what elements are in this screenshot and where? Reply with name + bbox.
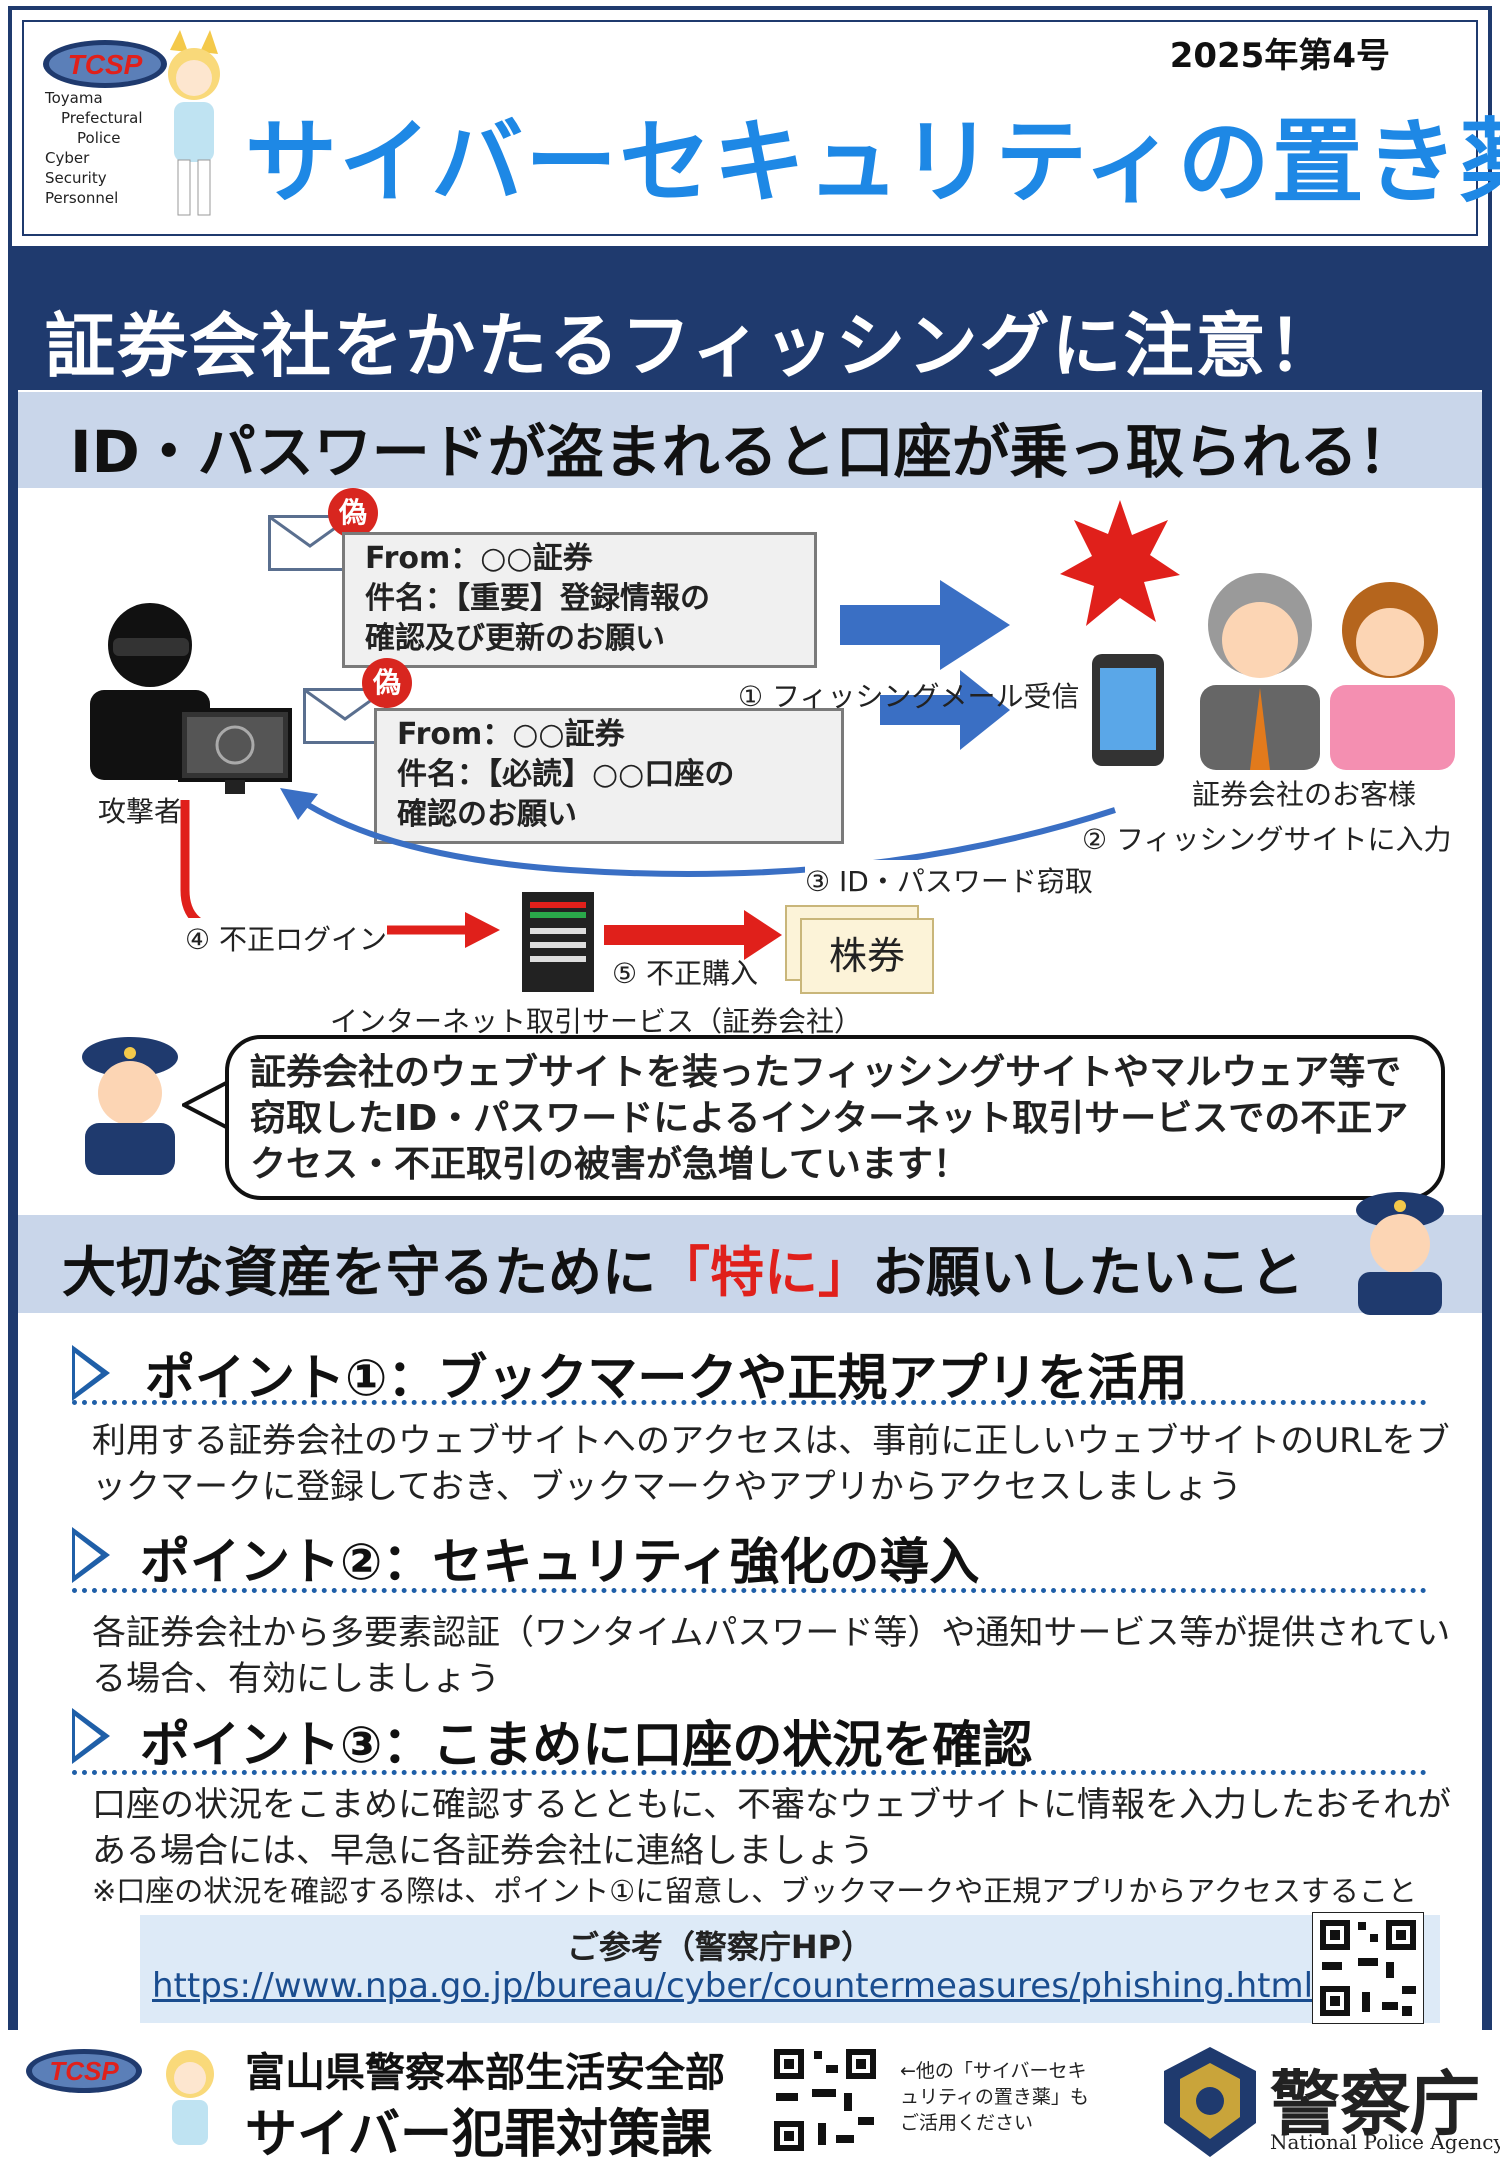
issue-number: 2025年第4号 — [1169, 36, 1390, 76]
logo-side-line: Prefectural — [61, 109, 143, 127]
point-marker-inner — [75, 1716, 101, 1756]
step5-label: ⑤ 不正購入 — [612, 957, 759, 990]
point-2-title: ポイント②：セキュリティ強化の導入 — [140, 1533, 980, 1591]
attacker-icon — [90, 603, 292, 794]
series-qr-code-icon[interactable] — [770, 2045, 880, 2155]
mail-subject-cont: 確認及び更新のお願い — [365, 621, 665, 656]
logo-side-line: Cyber — [45, 149, 90, 167]
point-1-text: 利用する証券会社のウェブサイトへのアクセスは、事前に正しいウェブサイトのURLを… — [92, 1421, 1450, 1507]
header-inner-frame — [22, 20, 1478, 236]
footer-org-line1: 富山県警察本部生活安全部 — [245, 2050, 725, 2096]
point-divider — [72, 1588, 1427, 1593]
step3-label: ③ ID・パスワード窃取 — [805, 860, 1093, 900]
access-note: ※口座の状況を確認する際は、ポイント①に留意し、ブックマークや正規アプリからアク… — [92, 1874, 1417, 1908]
police-officer-icon — [82, 1037, 178, 1175]
purchase-arrow-icon — [604, 910, 782, 960]
logo-side-line: Personnel — [45, 189, 119, 207]
phishing-mail-1: From：○○証券 件名：【重要】登録情報の 確認及び更新のお願い — [342, 532, 817, 668]
stock-certificate: 株券 — [800, 918, 934, 994]
point-2-text: 各証券会社から多要素認証（ワンタイムパスワード等）や通知サービス等が提供されてい… — [92, 1613, 1451, 1699]
customers-label: 証券会社のお客様 — [1192, 778, 1417, 811]
point-3-title: ポイント③：こまめに口座の状況を確認 — [140, 1716, 1033, 1774]
mail-subject: 件名：【重要】登録情報の — [365, 581, 710, 616]
server-icon — [522, 892, 594, 992]
trading-service-label: インターネット取引サービス（証券会社） — [330, 1005, 863, 1038]
npa-emblem-icon — [1164, 2047, 1256, 2157]
fake-badge: 偽 — [328, 488, 378, 538]
smartphone-icon — [1092, 654, 1164, 766]
header-frame — [8, 6, 1492, 250]
important-prefix: 大切な資産を守るために — [62, 1241, 656, 1304]
important-suffix: お願いしたいこと — [872, 1241, 1304, 1304]
tcsp-side-text: Toyama Prefectural Police Cyber Security… — [45, 88, 143, 208]
step1-label: ① フィッシングメール受信 — [738, 680, 1080, 713]
logo-side-line: Police — [77, 129, 121, 147]
mascot-icon — [168, 30, 220, 216]
point-divider — [72, 1770, 1427, 1775]
credential-theft-arrow-icon — [280, 788, 1116, 877]
important-emphasis: 「特に」 — [656, 1241, 872, 1304]
alert-burst-icon — [1060, 500, 1180, 626]
point-marker-inner — [75, 1353, 101, 1393]
tcsp-logo-text: TCSP — [68, 49, 143, 80]
npa-name: 警察庁 — [1270, 2063, 1480, 2145]
mail-from: From：○○証券 — [365, 541, 593, 576]
reference-link[interactable]: https://www.npa.go.jp/bureau/cyber/count… — [152, 1966, 1314, 2006]
important-band — [18, 1215, 1482, 1313]
npa-qr-code-icon[interactable] — [1312, 1912, 1424, 2024]
attacker-label: 攻撃者 — [98, 795, 183, 828]
mail-subject-cont: 確認のお願い — [397, 797, 577, 832]
footer-qr-note: ←他の「サイバーセキュリティの置き薬」もご活用ください — [900, 2060, 1089, 2134]
step2-label: ② フィッシングサイトに入力 — [1082, 823, 1452, 856]
speech-bubble-text: 証券会社のウェブサイトを装ったフィッシングサイトやマルウェア等で窃取したID・パ… — [250, 1052, 1409, 1185]
point-1-title: ポイント①：ブックマークや正規アプリを活用 — [145, 1349, 1188, 1407]
mail-from: From：○○証券 — [397, 717, 625, 752]
police-officer-icon — [1356, 1192, 1444, 1315]
mascot-footer-icon — [166, 2050, 214, 2145]
phishing-mail-2: From：○○証券 件名：【必読】○○口座の 確認のお願い — [374, 708, 844, 844]
reference-box — [140, 1915, 1440, 2023]
speech-bubble — [225, 1035, 1445, 1200]
subheadline-band — [18, 392, 1482, 488]
mail-subject: 件名：【必読】○○口座の — [397, 757, 735, 792]
point-divider — [72, 1400, 1427, 1405]
reference-title: ご参考（警察庁HP） — [566, 1928, 874, 1966]
footer-org-line2: サイバー犯罪対策課 — [245, 2105, 712, 2165]
step4-label: ④ 不正ログイン — [185, 918, 388, 958]
npa-name-english: National Police Agency — [1270, 2130, 1500, 2154]
headline: 証券会社をかたるフィッシングに注意！ — [45, 305, 1340, 387]
subheadline: ID・パスワードが盗まれると口座が乗っ取られる！ — [70, 418, 1416, 486]
tcsp-logo-icon: TCSP — [43, 40, 167, 88]
point-marker-inner — [75, 1535, 101, 1575]
fake-badge: 偽 — [362, 658, 412, 708]
logo-side-line: Toyama — [45, 89, 103, 107]
point-3-text: 口座の状況をこまめに確認するとともに、不審なウェブサイトに情報を入力したおそれが… — [92, 1785, 1451, 1871]
mail-arrows-icon — [840, 580, 1010, 750]
tcsp-footer-logo-icon: TCSP — [26, 2049, 142, 2093]
important-title: 大切な資産を守るために「特に」お願いしたいこと — [62, 1228, 1304, 1307]
page-title: サイバーセキュリティの置き薬 — [245, 109, 1500, 216]
logo-side-line: Security — [45, 169, 107, 187]
tcsp-footer-logo-text: TCSP — [49, 2056, 119, 2086]
customers-icon — [1200, 573, 1455, 770]
